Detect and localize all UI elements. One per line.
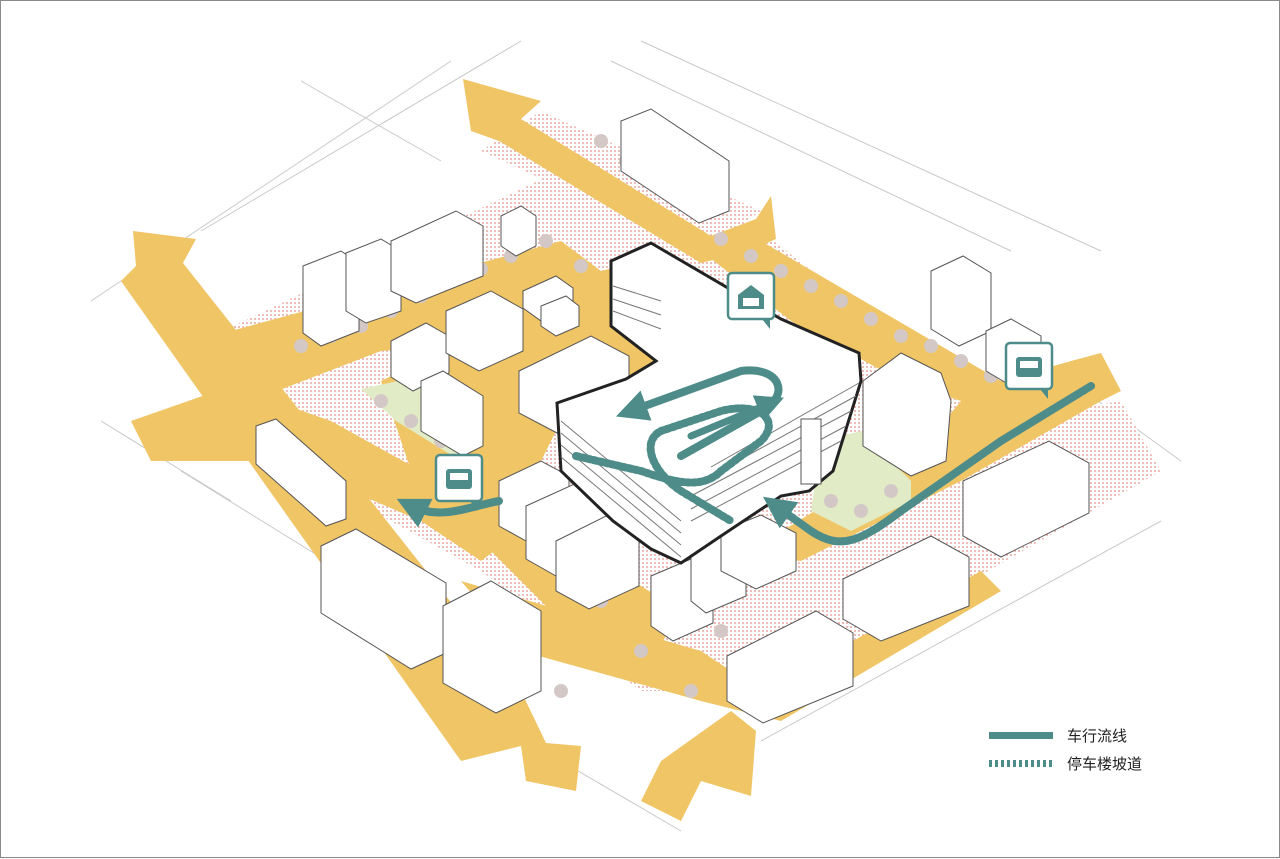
parking-garage-icon <box>726 271 776 329</box>
vehicle-routes <box>396 366 1095 546</box>
route-east-entry <box>762 382 1095 546</box>
legend-label: 停车楼坡道 <box>1067 754 1143 773</box>
legend-swatch-solid <box>989 731 1053 739</box>
legend-item-dashed: 停车楼坡道 <box>989 749 1142 777</box>
legend-label: 车行流线 <box>1067 726 1128 745</box>
legend: 车行流线 停车楼坡道 <box>989 721 1142 777</box>
legend-item-solid: 车行流线 <box>989 721 1142 749</box>
road-east <box>701 241 1121 561</box>
route-west-exit <box>396 497 503 528</box>
car-icon <box>434 453 484 511</box>
route-ramp <box>572 404 773 525</box>
parking-building <box>555 241 863 565</box>
road-southeast-end <box>641 711 756 821</box>
car-icon <box>1004 341 1054 399</box>
legend-swatch-dashed <box>989 759 1053 767</box>
